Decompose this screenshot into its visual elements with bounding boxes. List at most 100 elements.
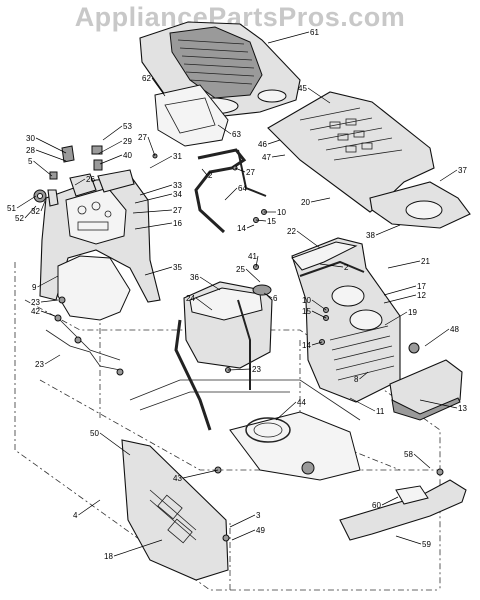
callout-label-c32: 32 — [31, 207, 40, 216]
callout-label-c8: 8 — [354, 375, 359, 384]
callout-label-c22: 22 — [287, 227, 296, 236]
callout-label-c23c: 23 — [252, 365, 261, 374]
callout-label-c17: 17 — [417, 282, 426, 291]
callout-label-c42: 42 — [31, 307, 40, 316]
callout-leader-c64 — [224, 187, 238, 201]
callout-leader-c23b — [44, 354, 61, 365]
callout-label-c5: 5 — [28, 157, 33, 166]
callout-label-c60: 60 — [372, 501, 381, 510]
callout-label-c52: 52 — [15, 214, 24, 223]
hood-side-panel-part[interactable] — [154, 84, 229, 147]
callout-label-c43: 43 — [173, 474, 182, 483]
front-axle-bumper-part[interactable] — [339, 468, 467, 541]
callout-label-c25: 25 — [236, 265, 245, 274]
callout-leader-c14a — [246, 224, 255, 229]
callout-label-c11: 11 — [376, 407, 385, 416]
callout-leader-c40 — [99, 154, 123, 165]
callout-label-c3: 3 — [256, 511, 261, 520]
callout-leader-c35 — [144, 266, 173, 276]
callout-label-c48: 48 — [450, 325, 459, 334]
callout-leader-c19 — [384, 311, 408, 326]
callout-label-c40: 40 — [123, 151, 132, 160]
callout-label-c51: 51 — [7, 204, 16, 213]
callout-label-c15b: 15 — [302, 307, 311, 316]
callout-leader-c58 — [413, 453, 431, 469]
callout-leader-c36 — [199, 276, 221, 291]
callout-leader-c52 — [24, 205, 37, 219]
callout-label-c34: 34 — [173, 190, 182, 199]
callout-leader-c22 — [296, 230, 321, 249]
callout-label-c45: 45 — [298, 84, 307, 93]
callout-label-c30: 30 — [26, 134, 35, 143]
callout-leader-c23a — [40, 299, 59, 303]
callout-leader-c33 — [139, 184, 173, 196]
callout-leader-c43 — [182, 469, 219, 479]
callout-label-c62: 62 — [142, 74, 151, 83]
callout-leader-c32 — [40, 200, 46, 212]
cup-holder-tray-part[interactable] — [369, 181, 471, 229]
callout-leader-c37 — [439, 169, 458, 182]
fuel-tank-part[interactable] — [174, 281, 273, 431]
front-bumper-shield-part[interactable] — [389, 359, 463, 421]
callout-leader-c62 — [151, 77, 166, 97]
front-grille-nose-part[interactable] — [291, 237, 420, 403]
dash-panel-part[interactable] — [39, 177, 161, 303]
rear-lower-fender-part[interactable] — [45, 255, 131, 376]
callout-leader-c4 — [78, 499, 101, 516]
callout-leader-c38 — [375, 224, 401, 236]
callout-label-c18: 18 — [104, 552, 113, 561]
callout-label-c33: 33 — [173, 181, 182, 190]
callout-label-c63: 63 — [232, 130, 241, 139]
callout-label-c23a: 23 — [31, 298, 40, 307]
callout-leader-c15b — [311, 310, 327, 319]
callout-label-c6: 6 — [273, 294, 278, 303]
callout-label-c16: 16 — [173, 219, 182, 228]
callout-label-c2a: 2 — [208, 171, 213, 180]
callout-label-c27b: 27 — [246, 168, 255, 177]
chassis-frame-part[interactable] — [129, 379, 361, 481]
callout-label-c10b: 10 — [302, 296, 311, 305]
callout-label-c2b: 2 — [344, 263, 349, 272]
callout-leader-c5 — [33, 160, 53, 177]
callout-leader-c34 — [134, 193, 173, 204]
callout-leader-c6 — [263, 292, 273, 299]
callout-leader-c30 — [35, 137, 67, 154]
callout-label-c24: 24 — [186, 294, 195, 303]
callout-leader-c9 — [37, 275, 59, 288]
callout-label-c20: 20 — [301, 198, 310, 207]
rear-hood-part[interactable] — [267, 91, 435, 213]
callout-label-c28: 28 — [26, 146, 35, 155]
callout-leader-c17 — [383, 285, 417, 296]
callout-label-c50: 50 — [90, 429, 99, 438]
callout-label-c14b: 14 — [302, 341, 311, 350]
callout-leader-c2b — [319, 263, 344, 268]
callout-leader-c50 — [99, 432, 131, 456]
callout-leader-c28 — [35, 149, 67, 162]
callout-label-c61: 61 — [310, 28, 319, 37]
front-skirt-panel-part[interactable] — [121, 439, 230, 581]
callout-leader-c44 — [275, 401, 297, 421]
callout-leader-c47 — [271, 154, 286, 158]
callout-leader-c63 — [217, 124, 232, 135]
callout-leader-c8 — [359, 371, 369, 380]
steering-support-rod-part[interactable] — [194, 148, 267, 234]
callout-leader-c27a — [147, 136, 156, 157]
callout-leader-c46 — [267, 139, 281, 145]
callout-leader-c49 — [231, 529, 256, 541]
callout-leader-c23c — [227, 368, 252, 371]
callout-leader-c13 — [419, 399, 458, 409]
callout-label-c64: 64 — [238, 184, 247, 193]
callout-leader-c24 — [195, 297, 213, 311]
callout-leader-c29 — [97, 140, 123, 155]
callout-label-c35: 35 — [173, 263, 182, 272]
callout-leader-c45 — [307, 87, 331, 104]
ignition-switch-parts[interactable] — [33, 145, 135, 207]
callout-label-c13: 13 — [458, 404, 467, 413]
callout-leader-c15a — [255, 219, 267, 222]
callout-label-c49: 49 — [256, 526, 265, 535]
callout-leader-c2a — [201, 168, 208, 176]
callout-label-c12: 12 — [417, 291, 426, 300]
callout-leader-c11 — [349, 397, 376, 412]
callout-label-c58: 58 — [404, 450, 413, 459]
